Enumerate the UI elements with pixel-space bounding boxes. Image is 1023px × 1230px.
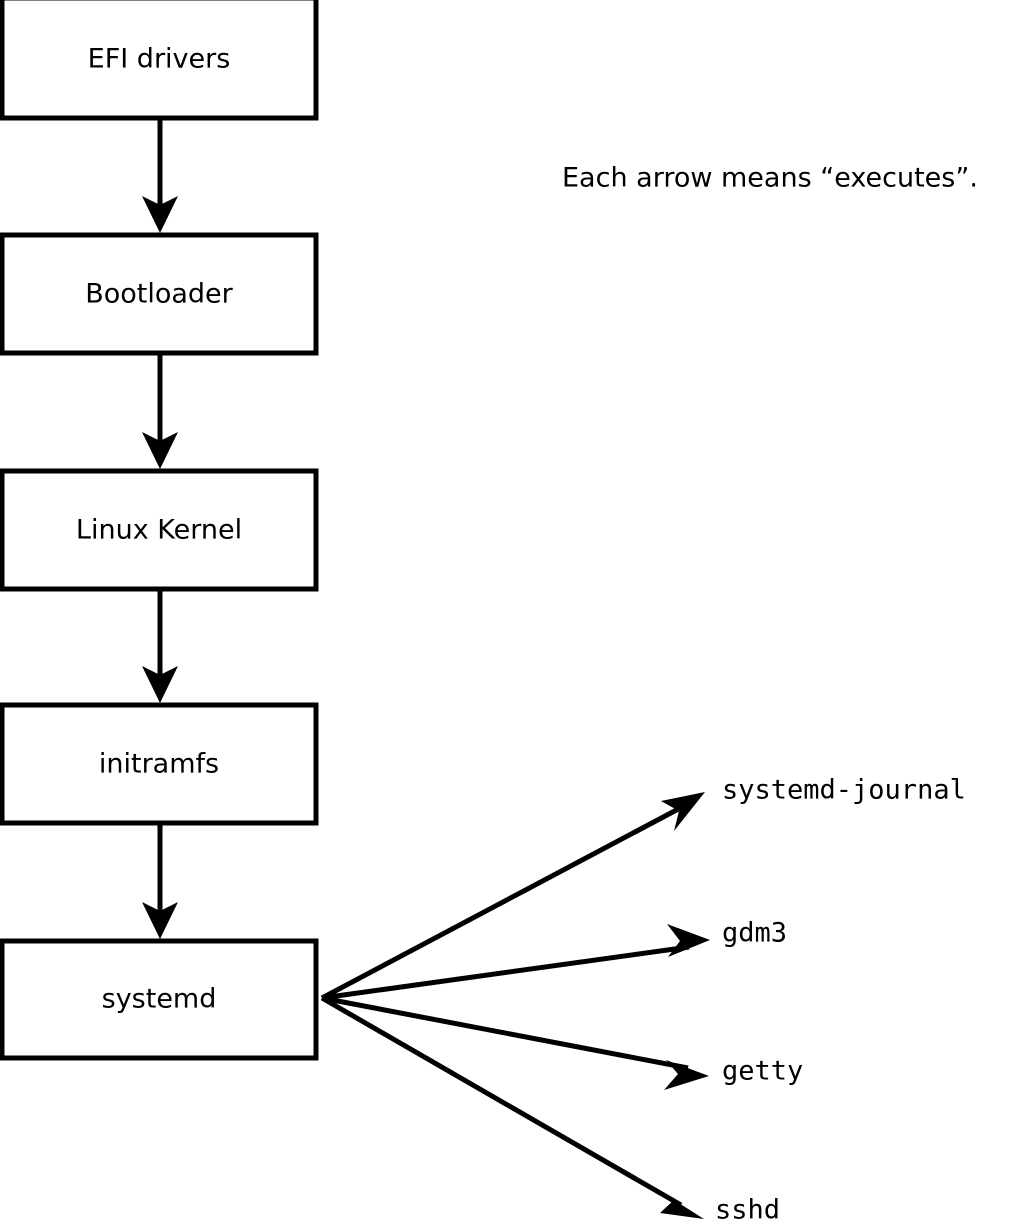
- diagram-caption: Each arrow means “executes”.: [562, 163, 978, 194]
- chain-node-linux-kernel[interactable]: Linux Kernel: [0, 468, 319, 592]
- node-box-bootloader: [0, 232, 319, 356]
- arrow-head-icon: [661, 792, 705, 831]
- edge-initramfs-to-systemd: [142, 823, 178, 939]
- edge-line: [321, 995, 689, 1071]
- edge-line: [321, 944, 690, 1001]
- edge-efi-drivers-to-bootloader: [142, 118, 178, 233]
- arrow-head-icon: [667, 924, 710, 957]
- chain-node-bootloader[interactable]: Bootloader: [0, 232, 319, 356]
- edge-line: [320, 803, 686, 1001]
- arrow-head-down-icon: [142, 432, 178, 469]
- leaf-label-gdm3: gdm3: [722, 918, 787, 949]
- chain-node-systemd[interactable]: systemd: [0, 938, 319, 1061]
- edge-line: [320, 995, 683, 1208]
- edge-bootloader-to-linux-kernel: [142, 353, 178, 469]
- edge-systemd-to-gdm3: [321, 924, 710, 1001]
- arrow-head-down-icon: [142, 666, 178, 703]
- edge-systemd-to-systemd-journal: [320, 792, 705, 1001]
- leaf-label-systemd-journal: systemd-journal: [722, 775, 966, 806]
- node-label-bootloader: Bootloader: [85, 279, 233, 310]
- node-label-efi-drivers: EFI drivers: [88, 44, 231, 75]
- arrow-head-down-icon: [142, 902, 178, 939]
- node-box-initramfs: [0, 702, 319, 826]
- arrow-head-down-icon: [142, 196, 178, 233]
- chain-node-initramfs[interactable]: initramfs: [0, 702, 319, 826]
- node-label-initramfs: initramfs: [99, 749, 219, 780]
- edge-linux-kernel-to-initramfs: [142, 589, 178, 703]
- node-label-linux-kernel: Linux Kernel: [76, 515, 242, 546]
- node-box-efi-drivers: [0, 0, 319, 121]
- chain-node-efi-drivers[interactable]: EFI drivers: [0, 0, 319, 121]
- leaf-label-sshd: sshd: [715, 1195, 780, 1226]
- edge-systemd-to-sshd: [320, 995, 704, 1219]
- arrow-head-icon: [664, 1060, 709, 1090]
- node-box-systemd: [0, 938, 319, 1061]
- leaf-label-getty: getty: [722, 1056, 803, 1087]
- edge-systemd-to-getty: [321, 995, 709, 1090]
- arrow-head-icon: [655, 1188, 704, 1219]
- node-label-systemd: systemd: [102, 984, 217, 1015]
